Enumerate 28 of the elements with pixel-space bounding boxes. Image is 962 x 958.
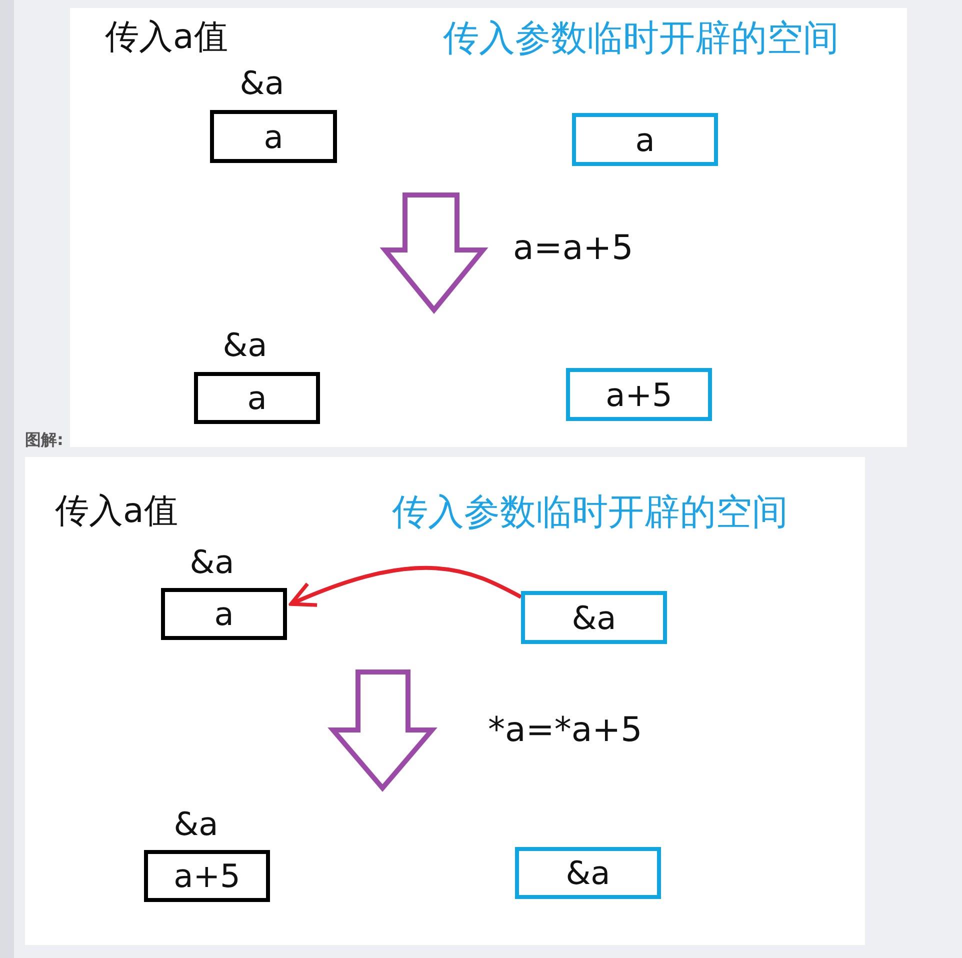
value-text: &a — [572, 598, 616, 636]
value-box — [210, 110, 337, 163]
heading: 传入a值 — [105, 16, 228, 59]
address-label: &a — [190, 543, 234, 581]
value-text: a+5 — [174, 857, 240, 895]
value-box — [521, 591, 667, 644]
formula-text: a=a+5 — [513, 228, 634, 268]
heading: 传入参数临时开辟的空间 — [443, 17, 839, 61]
address-label: &a — [222, 326, 268, 364]
value-box — [144, 850, 270, 902]
value-box — [194, 372, 320, 424]
heading: 传入a值 — [55, 490, 178, 533]
address-label: &a — [240, 64, 284, 102]
section-label: 图解: — [25, 430, 64, 451]
heading: 传入参数临时开辟的空间 — [392, 491, 788, 535]
value-text: a — [247, 379, 267, 417]
value-box — [572, 113, 718, 166]
value-text: a — [214, 595, 234, 633]
value-box — [566, 368, 712, 421]
value-box — [515, 847, 661, 899]
address-label: &a — [174, 805, 218, 843]
curved-arrow — [289, 566, 522, 608]
value-box — [161, 588, 287, 640]
formula-text: *a=*a+5 — [488, 710, 642, 750]
value-text: a — [635, 120, 655, 158]
value-text: &a — [566, 854, 610, 892]
value-text: a+5 — [606, 376, 672, 414]
value-text: a — [264, 118, 284, 156]
